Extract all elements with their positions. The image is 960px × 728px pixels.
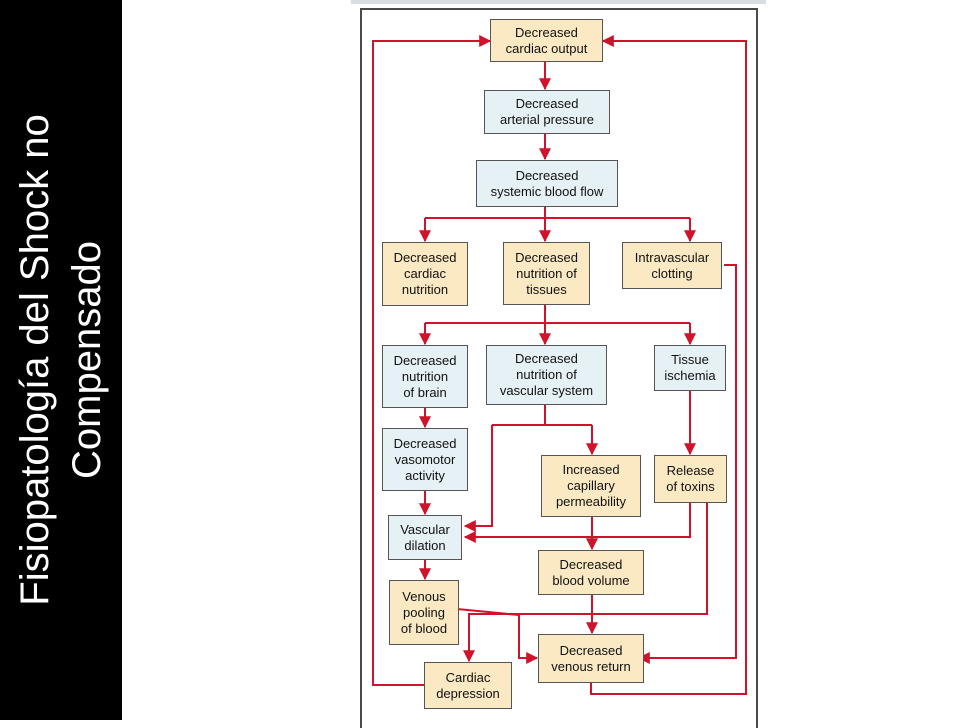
node-decreased-nutrition-of-brain: Decreased nutrition of brain bbox=[382, 345, 468, 408]
slide-title-line-1: Fisiopatología del Shock no bbox=[13, 114, 57, 606]
feedback-return-to-output bbox=[590, 35, 747, 695]
node-decreased-vasomotor-activity: Decreased vasomotor activity bbox=[382, 428, 468, 491]
figure-frame bbox=[360, 8, 758, 728]
node-intravascular-clotting: Intravascular clotting bbox=[622, 242, 722, 289]
slide-title-panel: Fisiopatología del Shock no Compensado bbox=[0, 0, 122, 720]
arrow-flow-split bbox=[425, 207, 690, 219]
slide-title-line-2: Compensado bbox=[65, 241, 109, 479]
flowchart-arrows bbox=[372, 35, 747, 695]
shock-flowchart-figure: Decreased cardiac output Decreased arter… bbox=[351, 0, 766, 728]
node-vascular-dilation: Vascular dilation bbox=[388, 515, 462, 560]
arrow-vascular-branch bbox=[492, 405, 592, 426]
node-decreased-nutrition-of-tissues: Decreased nutrition of tissues bbox=[503, 242, 590, 305]
node-decreased-blood-volume: Decreased blood volume bbox=[538, 550, 644, 595]
node-decreased-cardiac-nutrition: Decreased cardiac nutrition bbox=[382, 242, 468, 306]
node-venous-pooling-of-blood: Venous pooling of blood bbox=[389, 580, 459, 645]
feedback-depression-to-output bbox=[372, 35, 492, 686]
node-decreased-systemic-blood-flow: Decreased systemic blood flow bbox=[476, 160, 618, 207]
node-decreased-venous-return: Decreased venous return bbox=[538, 634, 644, 683]
node-increased-capillary-permeability: Increased capillary permeability bbox=[541, 455, 641, 517]
arrow-clotting-to-return bbox=[637, 264, 737, 664]
node-decreased-arterial-pressure: Decreased arterial pressure bbox=[484, 90, 610, 134]
arrow-tissue-split bbox=[425, 305, 690, 324]
figure-top-edge bbox=[351, 0, 766, 4]
node-tissue-ischemia: Tissue ischemia bbox=[654, 345, 726, 391]
arrow-toxins-to-cardiac-depression bbox=[463, 503, 708, 663]
node-decreased-cardiac-output: Decreased cardiac output bbox=[490, 19, 603, 62]
node-cardiac-depression: Cardiac depression bbox=[424, 662, 512, 709]
arrow-pooling-to-return bbox=[456, 608, 539, 664]
node-decreased-nutrition-of-vascular-system: Decreased nutrition of vascular system bbox=[486, 345, 607, 405]
slide-title: Fisiopatología del Shock no Compensado bbox=[1, 10, 121, 710]
arrow-toxins-to-dilation bbox=[463, 503, 691, 543]
node-release-of-toxins: Release of toxins bbox=[654, 455, 727, 503]
arrow-vascular-to-dilation bbox=[463, 425, 493, 532]
